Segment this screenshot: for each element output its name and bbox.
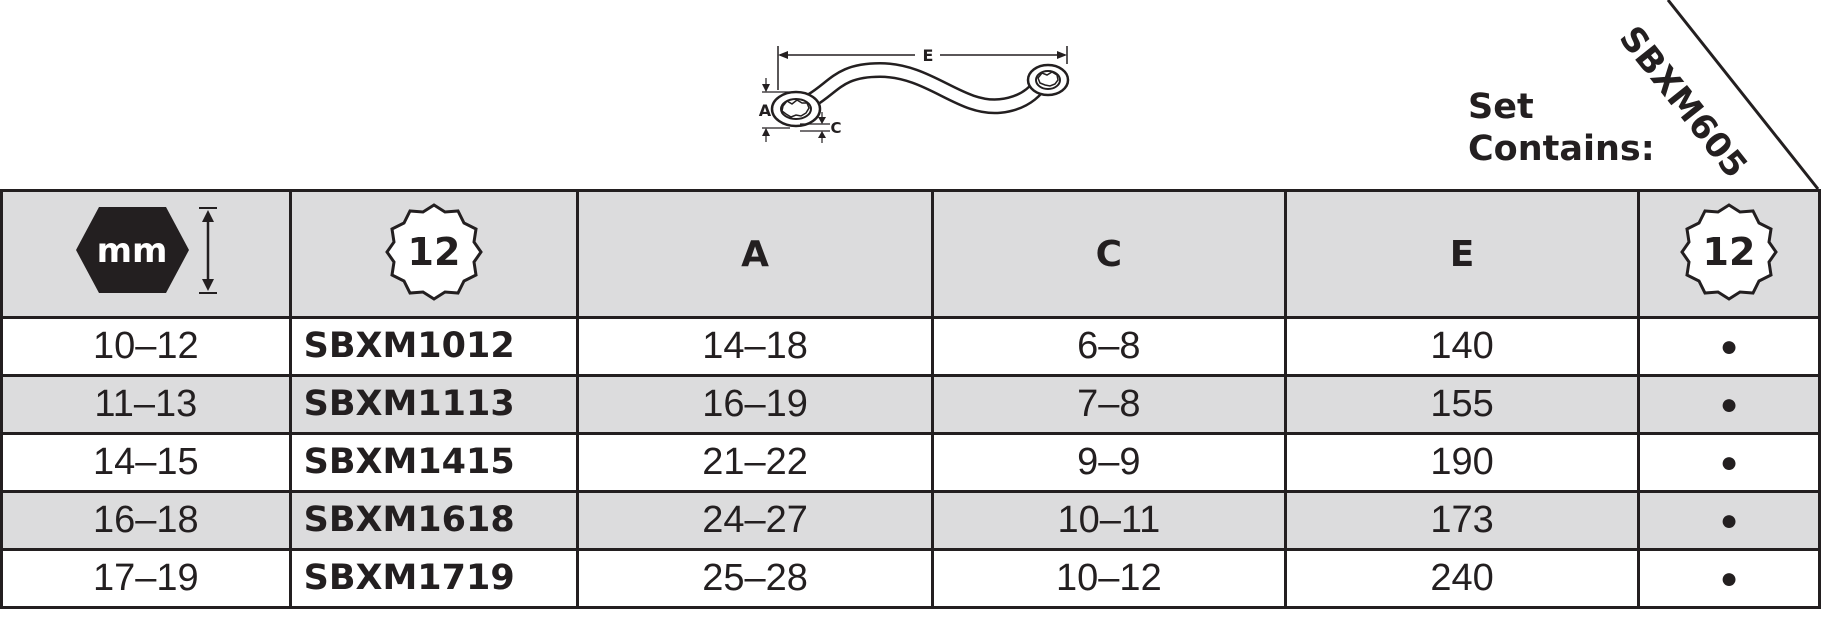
cell-size: 17–19 <box>0 548 292 609</box>
dimension-e-label: E <box>923 46 934 65</box>
cell-code: SBXM1618 <box>288 490 580 551</box>
mm-hex-size-icon: mm <box>71 202 221 307</box>
cell-size: 16–18 <box>0 490 292 551</box>
cell-size: 11–13 <box>0 374 292 435</box>
wrench-spec-table: mm 12 A C E <box>0 189 1821 609</box>
cell-e: 173 <box>1284 490 1641 551</box>
cell-e: 155 <box>1284 374 1641 435</box>
cell-a: 24–27 <box>576 490 934 551</box>
wrench-dimension-diagram: E A C SBXM605 <box>759 0 1820 190</box>
table-row: 16–18 SBXM1618 24–27 10–11 173 ● <box>0 490 1821 551</box>
cell-a: 16–19 <box>576 374 934 435</box>
s-wrench-icon <box>770 61 1070 128</box>
header-a: A <box>576 189 934 319</box>
12-point-icon: 12 <box>384 202 484 307</box>
cell-e: 240 <box>1284 548 1641 609</box>
cell-code: SBXM1415 <box>288 432 580 493</box>
header-code: 12 <box>288 189 580 319</box>
cell-c: 10–11 <box>930 490 1288 551</box>
set-contains-label: Set Contains: <box>1468 86 1668 170</box>
header-size: mm <box>0 189 292 319</box>
cell-a: 25–28 <box>576 548 934 609</box>
cell-a: 21–22 <box>576 432 934 493</box>
cell-c: 10–12 <box>930 548 1288 609</box>
dimension-c-label: C <box>830 119 841 137</box>
set-point-count-text: 12 <box>1703 230 1756 274</box>
cell-in-set: ● <box>1637 316 1821 377</box>
12-point-icon: 12 <box>1679 202 1779 307</box>
cell-in-set: ● <box>1637 490 1821 551</box>
header-e-label: E <box>1449 233 1475 275</box>
set-label-line2: Contains: <box>1468 129 1655 169</box>
cell-code: SBXM1113 <box>288 374 580 435</box>
set-banner-diagonal <box>1666 0 1820 190</box>
point-count-text: 12 <box>408 230 461 274</box>
cell-size: 14–15 <box>0 432 292 493</box>
header-c: C <box>930 189 1288 319</box>
cell-c: 6–8 <box>930 316 1288 377</box>
cell-e: 190 <box>1284 432 1641 493</box>
dimension-e-callout <box>777 46 1068 90</box>
mm-unit-text: mm <box>96 231 167 271</box>
cell-code: SBXM1719 <box>288 548 580 609</box>
table-header-row: mm 12 A C E <box>0 189 1821 319</box>
table-row: 11–13 SBXM1113 16–19 7–8 155 ● <box>0 374 1821 435</box>
table-row: 17–19 SBXM1719 25–28 10–12 240 ● <box>0 548 1821 609</box>
header-c-label: C <box>1095 233 1123 275</box>
set-label-line1: Set <box>1468 87 1534 127</box>
cell-code: SBXM1012 <box>288 316 580 377</box>
cell-a: 14–18 <box>576 316 934 377</box>
cell-in-set: ● <box>1637 374 1821 435</box>
cell-size: 10–12 <box>0 316 292 377</box>
table-row: 10–12 SBXM1012 14–18 6–8 140 ● <box>0 316 1821 377</box>
cell-c: 7–8 <box>930 374 1288 435</box>
header-set: 12 <box>1637 189 1821 319</box>
dimension-a-label: A <box>759 101 772 120</box>
dimension-a-callout <box>762 78 790 142</box>
cell-in-set: ● <box>1637 548 1821 609</box>
table-row: 14–15 SBXM1415 21–22 9–9 190 ● <box>0 432 1821 493</box>
header-a-label: A <box>741 233 769 275</box>
header-e: E <box>1284 189 1641 319</box>
dimension-c-callout <box>800 112 830 143</box>
cell-c: 9–9 <box>930 432 1288 493</box>
cell-e: 140 <box>1284 316 1641 377</box>
cell-in-set: ● <box>1637 432 1821 493</box>
